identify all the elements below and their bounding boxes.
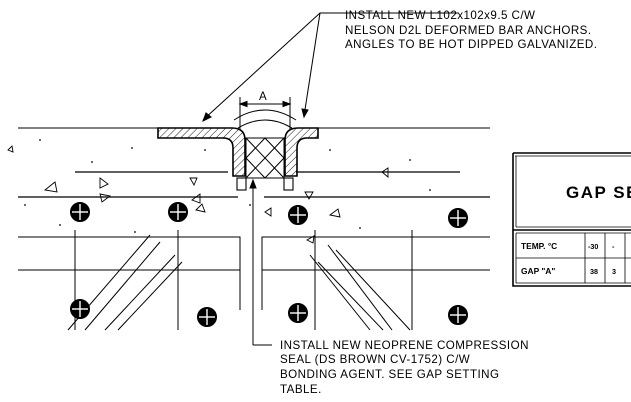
concrete-slab-left (18, 127, 241, 310)
angle-note: INSTALL NEW L102x102x9.5 C/W NELSON D2L … (345, 9, 597, 51)
seal-note: INSTALL NEW NEOPRENE COMPRESSION SEAL (D… (280, 339, 529, 396)
gap-setting-table: GAP SE TEMP. °C -30 - GAP "A" 38 3 (512, 152, 631, 287)
svg-text:BONDING AGENT. SEE GAP SETTING: BONDING AGENT. SEE GAP SETTING (280, 368, 499, 381)
svg-text:TABLE.: TABLE. (280, 383, 322, 396)
svg-text:SEAL (DS BROWN CV-1752) C/W: SEAL (DS BROWN CV-1752) C/W (280, 353, 470, 366)
rebar-sections (70, 202, 468, 327)
dimension-a (238, 97, 292, 130)
leader-seal-note (249, 178, 272, 346)
concrete-slab-right (261, 127, 490, 310)
gap-table-title: GAP SE (566, 183, 631, 202)
stipple (24, 139, 431, 233)
svg-text:NELSON D2L DEFORMED BAR ANCHOR: NELSON D2L DEFORMED BAR ANCHORS. (345, 24, 592, 37)
steel-angle-left (157, 127, 246, 177)
leader-angle-note (202, 12, 458, 123)
anchor-bars (67, 230, 413, 331)
gap-table-header-gap: GAP "A" (521, 266, 555, 276)
dimension-label: A (259, 91, 267, 103)
compression-seal (233, 109, 297, 179)
gap-table-cell: - (612, 242, 615, 251)
gap-table-cell: 38 (590, 267, 598, 276)
gap-table-cell: 3 (612, 267, 616, 276)
svg-text:INSTALL NEW L102x102x9.5 C/W: INSTALL NEW L102x102x9.5 C/W (345, 9, 535, 22)
svg-text:INSTALL NEW NEOPRENE COMPRESSI: INSTALL NEW NEOPRENE COMPRESSION (280, 339, 529, 352)
aggregate-marks (7, 145, 389, 244)
svg-text:ANGLES TO BE HOT DIPPED GALVAN: ANGLES TO BE HOT DIPPED GALVANIZED. (345, 38, 597, 51)
gap-table-header-temp: TEMP. °C (521, 241, 557, 251)
rebar-lines (18, 171, 490, 198)
nelson-studs (236, 177, 294, 191)
steel-angle-right (284, 127, 319, 177)
gap-table-cell: -30 (588, 242, 598, 251)
